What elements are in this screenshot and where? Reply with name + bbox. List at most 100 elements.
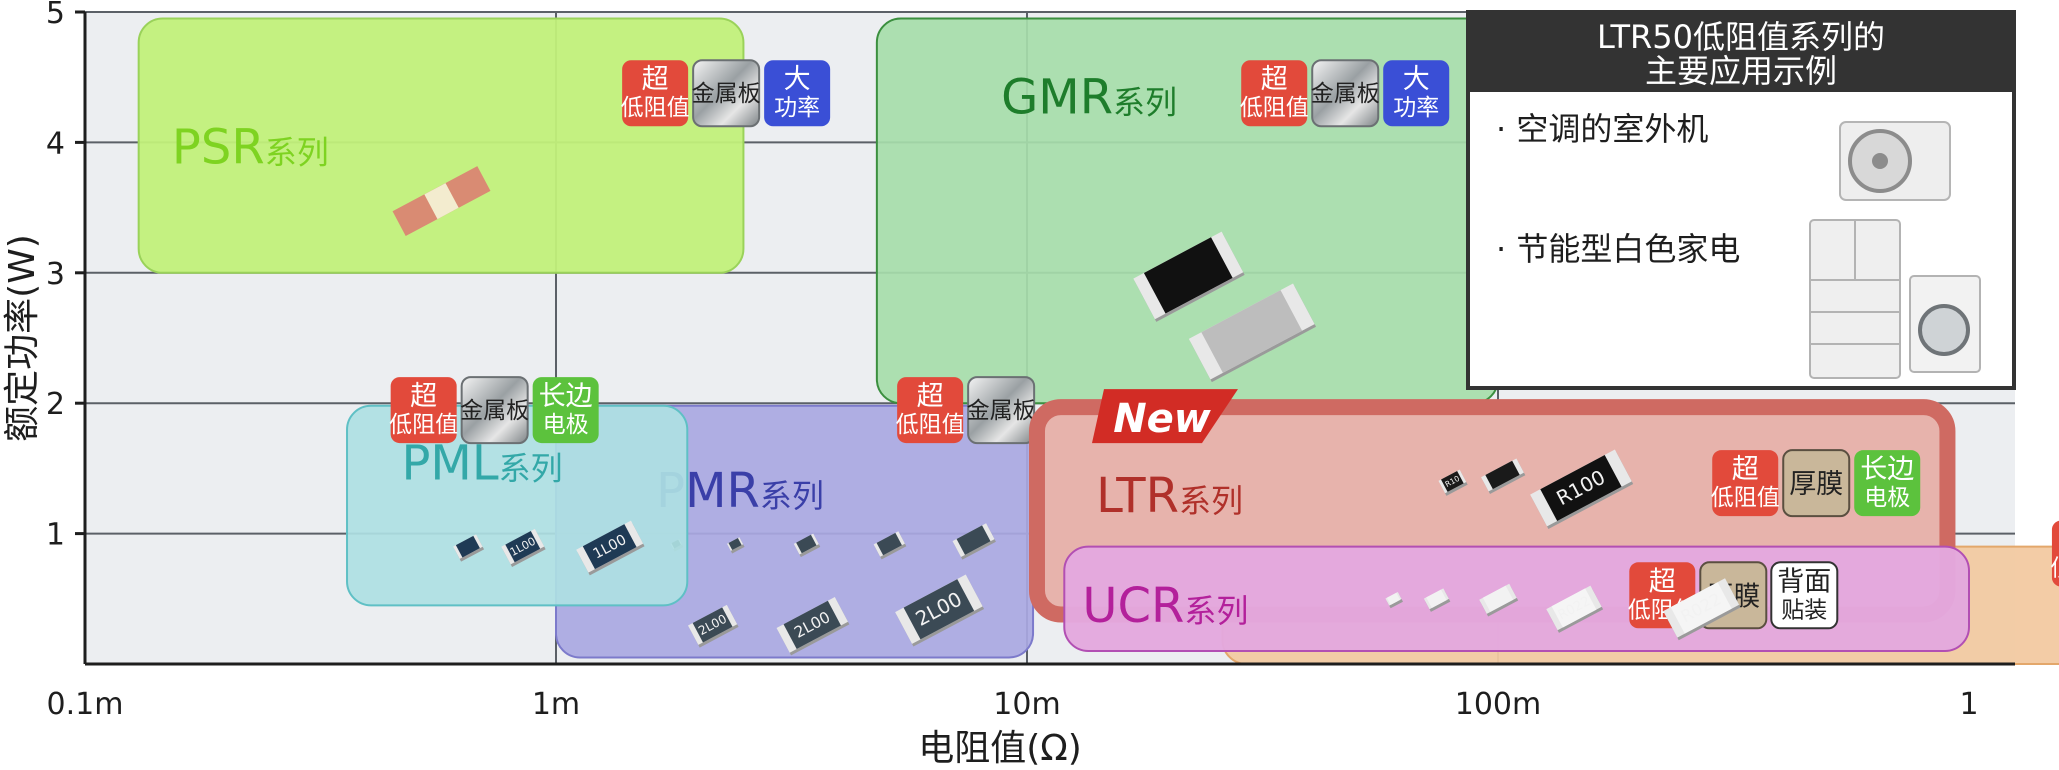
region-ucr: UCR系列超低阻值厚膜背面贴装R022R022 xyxy=(1063,545,1970,652)
badge: 大功率 xyxy=(764,60,831,127)
chip-element xyxy=(692,607,733,643)
ac-fan-hub xyxy=(1872,153,1888,169)
badge-label: 超 xyxy=(410,381,437,412)
series-name: PSR系列 xyxy=(172,120,329,176)
series-suffix: 系列 xyxy=(760,477,824,515)
resistor-chip xyxy=(873,531,907,560)
y-tick-label: 2 xyxy=(46,387,65,422)
resistor-chip xyxy=(1133,231,1245,322)
badge-bg xyxy=(1782,449,1851,518)
badge-bg xyxy=(967,376,1036,445)
badge-label: 金属板 xyxy=(967,398,1036,424)
badge: 金属板 xyxy=(460,376,529,445)
new-banner-bg xyxy=(1091,389,1238,444)
series-name-main: GMR xyxy=(1001,69,1113,125)
region-psr: PSR系列 超低阻值金属板大功率 xyxy=(137,17,831,274)
resistor-chip: 1L00 xyxy=(501,528,546,568)
chip-element xyxy=(876,532,902,556)
psr-product xyxy=(392,166,491,236)
badge-label: 大 xyxy=(1403,64,1430,95)
x-axis-title: 电阻值(Ω) xyxy=(918,728,1082,769)
badge: 金属板 xyxy=(692,59,761,128)
badge-label: 低阻值 xyxy=(389,412,458,438)
washer-door xyxy=(1918,304,1970,356)
resistor-chip xyxy=(1479,583,1519,617)
region-area xyxy=(137,17,745,274)
resistor-chip xyxy=(1423,588,1451,612)
resistor-chip: R022 xyxy=(1546,585,1604,633)
chip-element xyxy=(956,525,991,555)
new-banner: New xyxy=(1091,389,1238,444)
badge-label: 超 xyxy=(1649,566,1676,597)
badge-bg xyxy=(692,59,761,128)
resistor-chip xyxy=(952,523,996,560)
chip-element xyxy=(1441,470,1464,492)
chip-element xyxy=(1426,589,1447,609)
badge-label: 长边 xyxy=(539,381,593,412)
chip-element xyxy=(796,534,817,554)
series-name: GMR系列 xyxy=(1001,69,1177,125)
badge-label: 贴装 xyxy=(1781,597,1827,623)
series-name-main: PML xyxy=(401,436,498,492)
badge-bg xyxy=(1854,450,1921,517)
badge-label: 金属板 xyxy=(692,81,761,107)
series-suffix: 系列 xyxy=(1179,482,1243,520)
series-suffix: 系列 xyxy=(1113,83,1177,121)
series-name: LTR系列 xyxy=(1096,468,1243,524)
series-name-main: LTR xyxy=(1096,468,1179,524)
psr-center xyxy=(424,183,459,220)
region-gmr: GMR系列超低阻值金属板大功率 xyxy=(875,17,1499,405)
y-axis-title: 额定功率(W) xyxy=(2,234,43,442)
resistor-chip: 2L00 xyxy=(687,604,739,648)
badge-label: 电极 xyxy=(1864,485,1910,511)
chip-element xyxy=(505,531,541,563)
badge-label: 低阻值 xyxy=(621,95,690,121)
series-name: PML系列 xyxy=(401,436,562,492)
badge: 厚膜 xyxy=(1782,449,1851,518)
badge-bg xyxy=(1770,561,1839,630)
badge-label: 低阻值 xyxy=(2050,556,2059,582)
badge-label: 超 xyxy=(1261,64,1288,95)
resistor-chip: 2L00 xyxy=(776,597,850,656)
app-box-title-line2: 主要应用示例 xyxy=(1645,52,1837,90)
chip-element xyxy=(1551,588,1597,628)
chip-element xyxy=(728,538,742,551)
badge-label: 超 xyxy=(917,381,944,412)
badge-bg xyxy=(1383,60,1450,127)
resistor-chip: R10 xyxy=(1438,469,1468,496)
badge-label: 背面 xyxy=(1777,566,1831,597)
resistor-chip: 1L00 xyxy=(576,520,645,576)
series-suffix: 系列 xyxy=(265,134,329,172)
badge-label: 长边 xyxy=(1860,454,1914,485)
series-suffix: 系列 xyxy=(1184,592,1248,630)
x-tick-label: 0.1m xyxy=(47,687,124,722)
resistor-chip xyxy=(1385,591,1403,609)
new-banner-label: New xyxy=(1113,396,1212,442)
chip-element xyxy=(1201,290,1303,373)
badge-bg xyxy=(532,377,599,444)
chip-element xyxy=(582,524,637,570)
resistor-chip xyxy=(727,537,745,554)
badge-bg xyxy=(2051,520,2059,587)
badge-bg xyxy=(1311,59,1380,128)
badge-label: 金属板 xyxy=(460,398,529,424)
series-regions: MCR系列超低阻值厚膜PSR系列超低阻值金属板大功率GMR系列超低阻值金属板大功… xyxy=(137,17,2059,665)
badge-bg xyxy=(764,60,831,127)
badge-bg xyxy=(390,377,457,444)
y-tick-label: 3 xyxy=(46,257,65,292)
badge-label: 低阻值 xyxy=(1240,95,1309,121)
badge-bg xyxy=(897,377,964,444)
badge-label: 大 xyxy=(784,64,811,95)
x-tick-label: 1 xyxy=(1959,687,1978,722)
badge-label: 电极 xyxy=(543,412,589,438)
badge-label: 厚膜 xyxy=(1789,469,1843,500)
chip-element xyxy=(1143,237,1233,314)
app-box-title-line1: LTR50低阻值系列的 xyxy=(1597,18,1885,56)
app-box-header xyxy=(1468,12,2014,92)
badge-bg xyxy=(460,376,529,445)
